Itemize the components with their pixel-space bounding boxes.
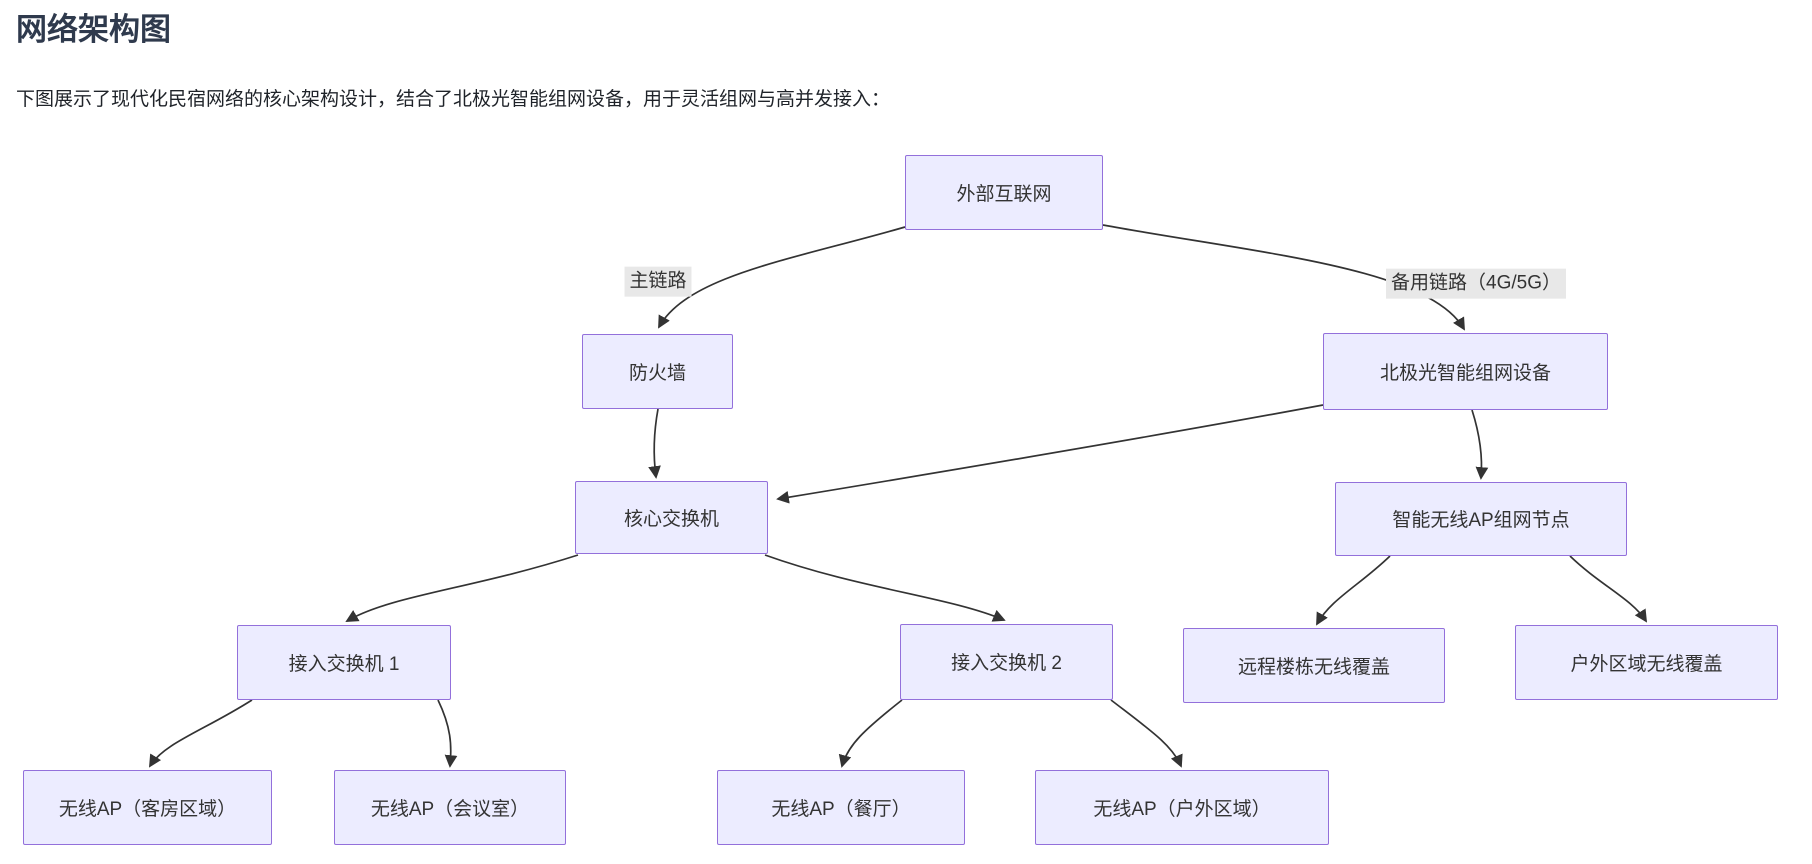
edge-apnode-remote — [1316, 555, 1391, 626]
node-apmeeting: 无线AP（会议室） — [334, 769, 566, 845]
edge-aurora-apnode — [1471, 409, 1489, 480]
node-access1: 接入交换机 1 — [237, 624, 451, 700]
node-firewall: 防火墙 — [582, 333, 733, 409]
edge-internet-aurora — [1102, 223, 1465, 331]
page-header: 网络架构图 下图展示了现代化民宿网络的核心架构设计，结合了北极光智能组网设备，用… — [0, 12, 1812, 113]
node-internet: 外部互联网 — [905, 154, 1103, 230]
edge-access2-apdining — [838, 698, 903, 768]
edge-access1-apmeeting — [437, 699, 458, 768]
edge-label-internet-aurora: 备用链路（4G/5G） — [1386, 268, 1566, 299]
node-apnode: 智能无线AP组网节点 — [1335, 481, 1627, 556]
node-apoutdoor: 无线AP（户外区域） — [1035, 769, 1329, 845]
edge-access2-apoutdoor — [1110, 698, 1183, 768]
node-remote: 远程楼栋无线覆盖 — [1183, 627, 1445, 703]
edge-core-access1 — [345, 553, 579, 622]
edge-apnode-outdoorcov — [1569, 555, 1648, 623]
node-apdining: 无线AP（餐厅） — [717, 769, 965, 845]
edge-label-internet-firewall: 主链路 — [624, 266, 692, 297]
node-access2: 接入交换机 2 — [900, 623, 1113, 700]
edge-access1-apguest — [149, 698, 253, 768]
node-core: 核心交换机 — [575, 480, 768, 554]
page-title: 网络架构图 — [16, 12, 171, 47]
edge-aurora-core — [776, 403, 1324, 504]
edge-firewall-core — [648, 408, 661, 479]
node-aurora: 北极光智能组网设备 — [1323, 332, 1608, 410]
node-outdoorcov: 户外区域无线覆盖 — [1515, 624, 1778, 700]
network-architecture-diagram: 主链路 备用链路（4G/5G） 外部互联网防火墙 北极光智能组网设备核心交换机 智能无线… — [0, 135, 1812, 864]
edge-internet-firewall — [658, 225, 906, 329]
node-apguest: 无线AP（客房区域） — [23, 769, 272, 845]
edge-core-access2 — [764, 553, 1006, 622]
edge-layer — [149, 223, 1648, 768]
page-description: 下图展示了现代化民宿网络的核心架构设计，结合了北极光智能组网设备，用于灵活组网与… — [16, 88, 891, 110]
